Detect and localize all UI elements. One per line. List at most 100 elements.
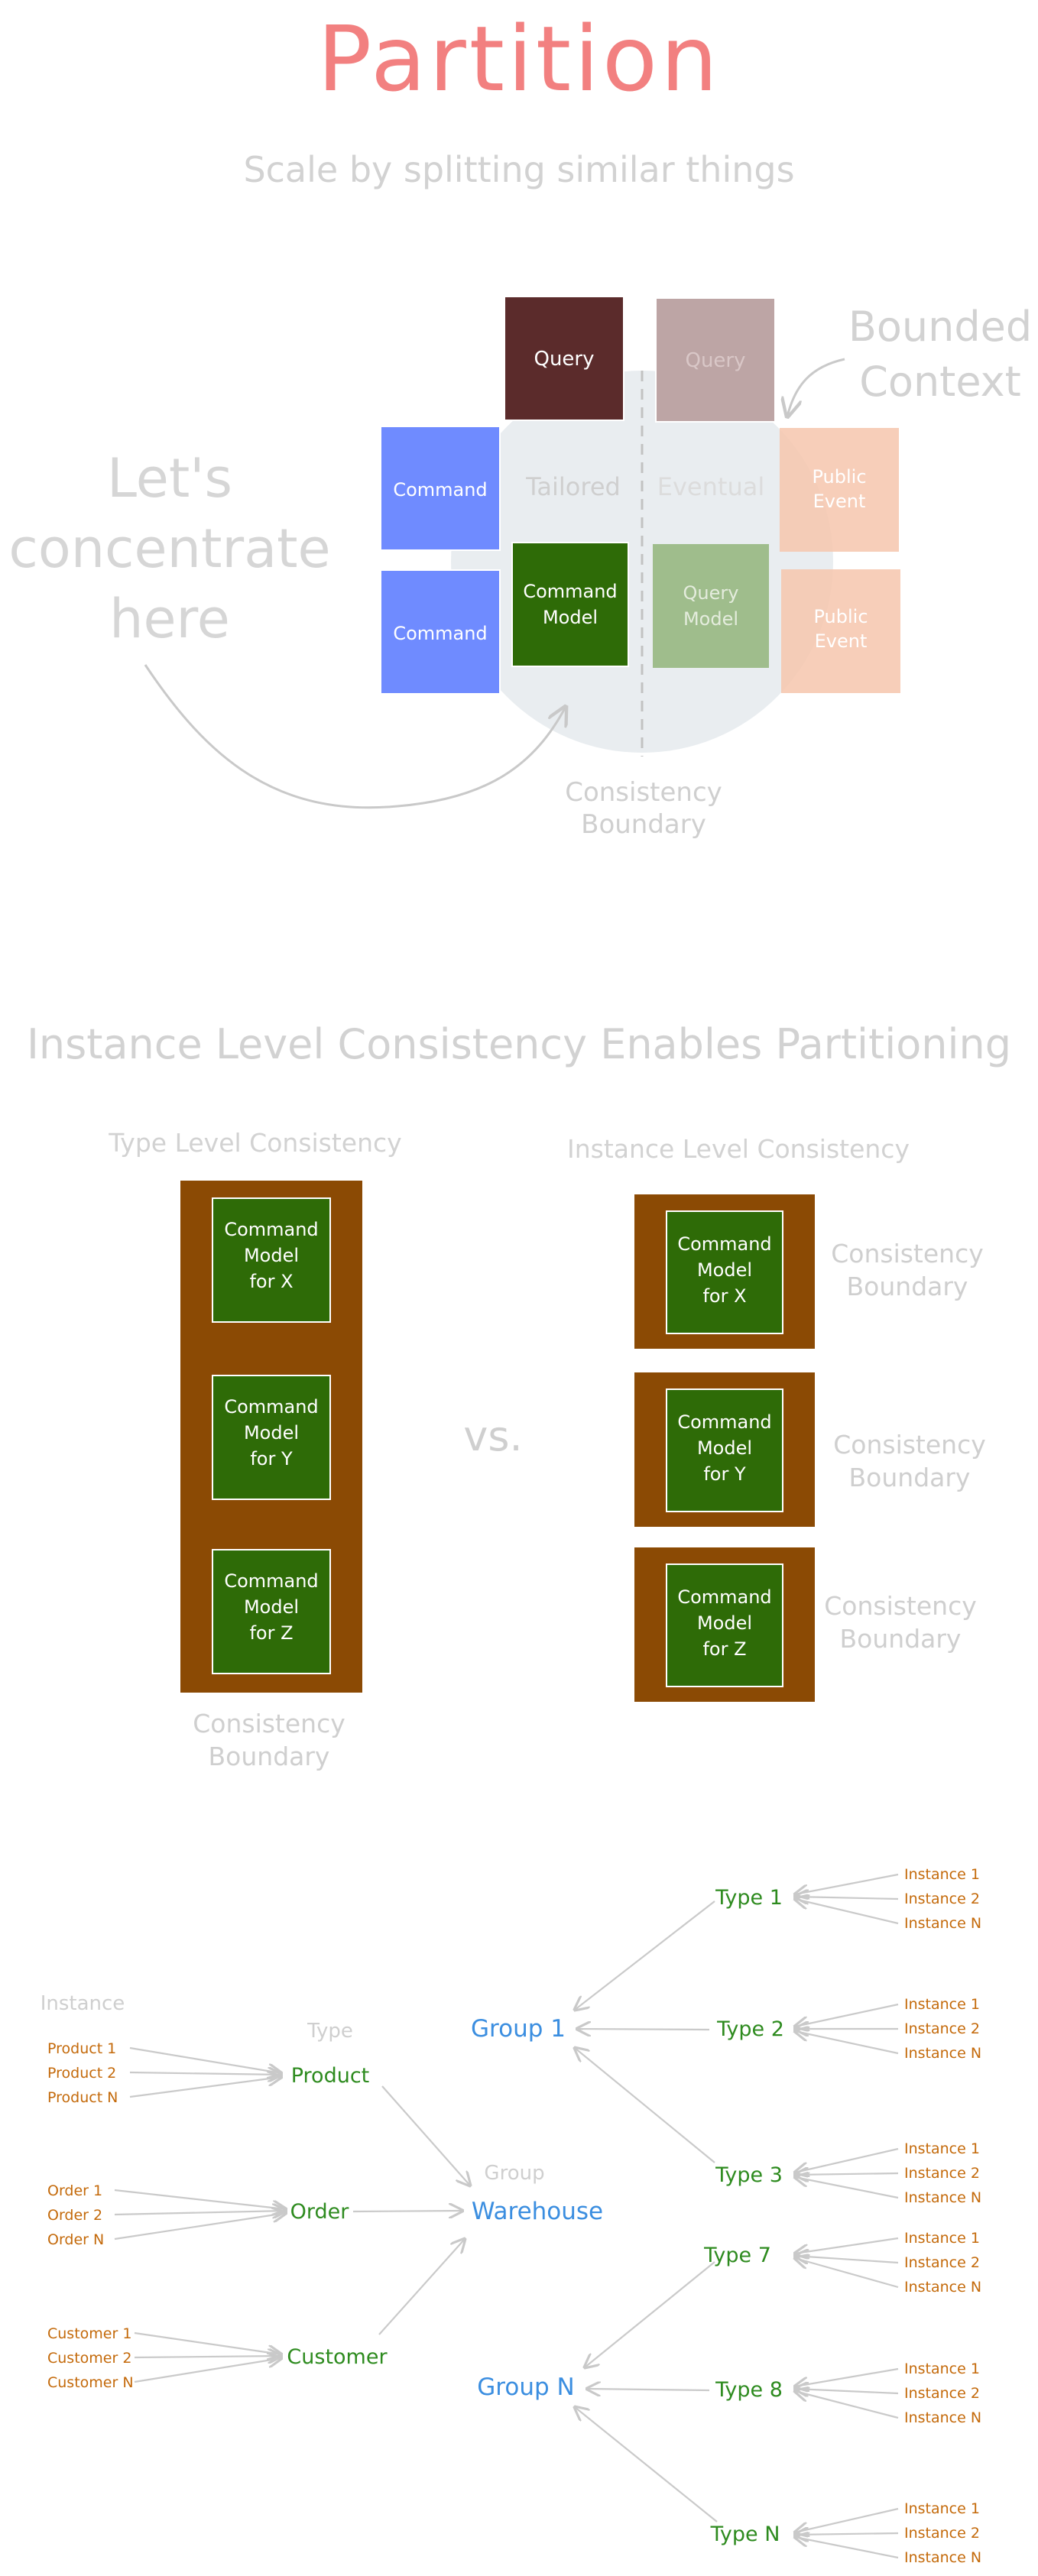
page-subtitle: Scale by splitting similar things: [243, 149, 794, 190]
t1-instance-2: Instance 2: [904, 1891, 980, 1907]
section2-title: Instance Level Consistency Enables Parti…: [27, 1020, 1011, 1068]
concentrate-arrow: [144, 664, 566, 809]
group-warehouse: Warehouse: [472, 2198, 603, 2225]
type-8: Type 8: [715, 2378, 783, 2402]
model-z-l2: Model: [244, 1596, 299, 1618]
instance-z-l3: for Z: [702, 1638, 746, 1660]
group-1: Group 1: [471, 2015, 566, 2043]
bounded-context-label-a: Bounded: [848, 303, 1032, 351]
bounded-context-arrow: [787, 358, 845, 416]
type-3: Type 3: [715, 2163, 783, 2187]
instance-y-l2: Model: [697, 1437, 752, 1459]
command-label-1: Command: [393, 479, 487, 501]
instance-x-model: [666, 1210, 783, 1334]
type-level-boundary-a: Consistency: [193, 1709, 345, 1738]
lets-label: Let's: [107, 447, 232, 510]
t1-instance-1: Instance 1: [904, 1866, 980, 1883]
t7-instance-n: Instance N: [904, 2279, 981, 2296]
instance-y-boundary-b: Boundary: [849, 1463, 971, 1492]
t1-instance-n: Instance N: [904, 1915, 981, 1932]
t2-instance-2: Instance 2: [904, 2020, 980, 2037]
instance-z-l2: Model: [697, 1612, 752, 1634]
model-y-box: [212, 1375, 331, 1500]
product-instance-n: Product N: [47, 2089, 118, 2106]
instance-y-l1: Command: [677, 1411, 771, 1433]
t8-instance-2: Instance 2: [904, 2385, 980, 2402]
tn-instance-1: Instance 1: [904, 2500, 980, 2517]
section-hierarchy: Instance Type Group: [41, 1866, 981, 2566]
order-instance-2: Order 2: [47, 2207, 102, 2224]
t2-instance-1: Instance 1: [904, 1996, 980, 2013]
query-model-box: [653, 544, 769, 668]
model-x-l3: for X: [249, 1271, 293, 1292]
section-instance-level: Instance Level Consistency Enables Parti…: [27, 1020, 1011, 1771]
instance-y-boundary-a: Consistency: [833, 1430, 986, 1460]
product-instance-2: Product 2: [47, 2065, 116, 2082]
vs-label: vs.: [463, 1412, 522, 1460]
instance-x-l1: Command: [677, 1233, 771, 1255]
query-model-label-b: Model: [683, 608, 738, 630]
t3-instance-1: Instance 1: [904, 2140, 980, 2157]
here-label: here: [109, 588, 230, 650]
command-model-label-a: Command: [523, 581, 617, 602]
instance-column-header: Instance: [41, 1992, 125, 2015]
public-event-label-2a: Public: [813, 606, 868, 627]
tn-instance-2: Instance 2: [904, 2525, 980, 2542]
public-event-label-1b: Event: [813, 491, 866, 512]
type-1: Type 1: [715, 1886, 783, 1910]
t3-instance-2: Instance 2: [904, 2165, 980, 2182]
t3-instance-n: Instance N: [904, 2189, 981, 2206]
group-n: Group N: [477, 2373, 574, 2401]
instance-y-model: [666, 1388, 783, 1512]
public-event-box-2: [781, 569, 900, 693]
page-title: Partition: [317, 6, 721, 112]
instance-level-heading: Instance Level Consistency: [567, 1134, 910, 1164]
type-level-boundary-b: Boundary: [209, 1742, 330, 1771]
bounded-context-label-b: Context: [859, 358, 1021, 406]
command-model-box: [511, 542, 629, 667]
concentrate-label: concentrate: [8, 517, 330, 580]
consistency-boundary-label-a: Consistency: [565, 777, 722, 808]
instance-z-l1: Command: [677, 1586, 771, 1608]
model-x-l1: Command: [224, 1219, 318, 1240]
model-y-l3: for Y: [250, 1448, 293, 1469]
instance-y-l3: for Y: [703, 1463, 746, 1485]
instance-x-l2: Model: [697, 1259, 752, 1281]
model-z-l1: Command: [224, 1570, 318, 1592]
public-event-label-1a: Public: [812, 466, 866, 488]
query-label: Query: [534, 348, 594, 371]
command-label-2: Command: [393, 623, 487, 644]
query-box-faded: [655, 297, 776, 423]
model-y-l2: Model: [244, 1422, 299, 1444]
type-level-heading: Type Level Consistency: [108, 1128, 401, 1158]
order-instance-n: Order N: [47, 2231, 104, 2248]
type-customer: Customer: [287, 2345, 388, 2369]
query-model-label-a: Query: [683, 582, 739, 604]
type-column-header: Type: [307, 2020, 353, 2043]
model-y-l1: Command: [224, 1396, 318, 1418]
t7-instance-1: Instance 1: [904, 2230, 980, 2247]
t8-instance-1: Instance 1: [904, 2361, 980, 2377]
customer-instance-1: Customer 1: [47, 2325, 131, 2342]
type-2: Type 2: [716, 2017, 784, 2041]
instance-x-boundary-b: Boundary: [847, 1272, 968, 1301]
type-order: Order: [290, 2200, 350, 2224]
t2-instance-n: Instance N: [904, 2045, 981, 2062]
section-bounded-context: Query Query Command Command Tailored Eve…: [8, 296, 1032, 840]
instance-z-boundary-b: Boundary: [840, 1624, 962, 1654]
query-box: [504, 296, 624, 421]
connector-lines: [114, 1873, 899, 2559]
command-box-1: [380, 426, 501, 551]
consistency-boundary-label-b: Boundary: [581, 809, 706, 840]
query-faded-label: Query: [685, 349, 745, 372]
tailored-label: Tailored: [525, 472, 621, 501]
command-box-2: [380, 569, 501, 695]
customer-instance-n: Customer N: [47, 2374, 134, 2391]
type-7: Type 7: [703, 2244, 771, 2267]
eventual-label: Eventual: [657, 472, 764, 501]
t7-instance-2: Instance 2: [904, 2254, 980, 2271]
model-z-l3: for Z: [249, 1622, 293, 1644]
type-n: Type N: [710, 2523, 780, 2546]
command-model-label-b: Model: [543, 607, 598, 628]
